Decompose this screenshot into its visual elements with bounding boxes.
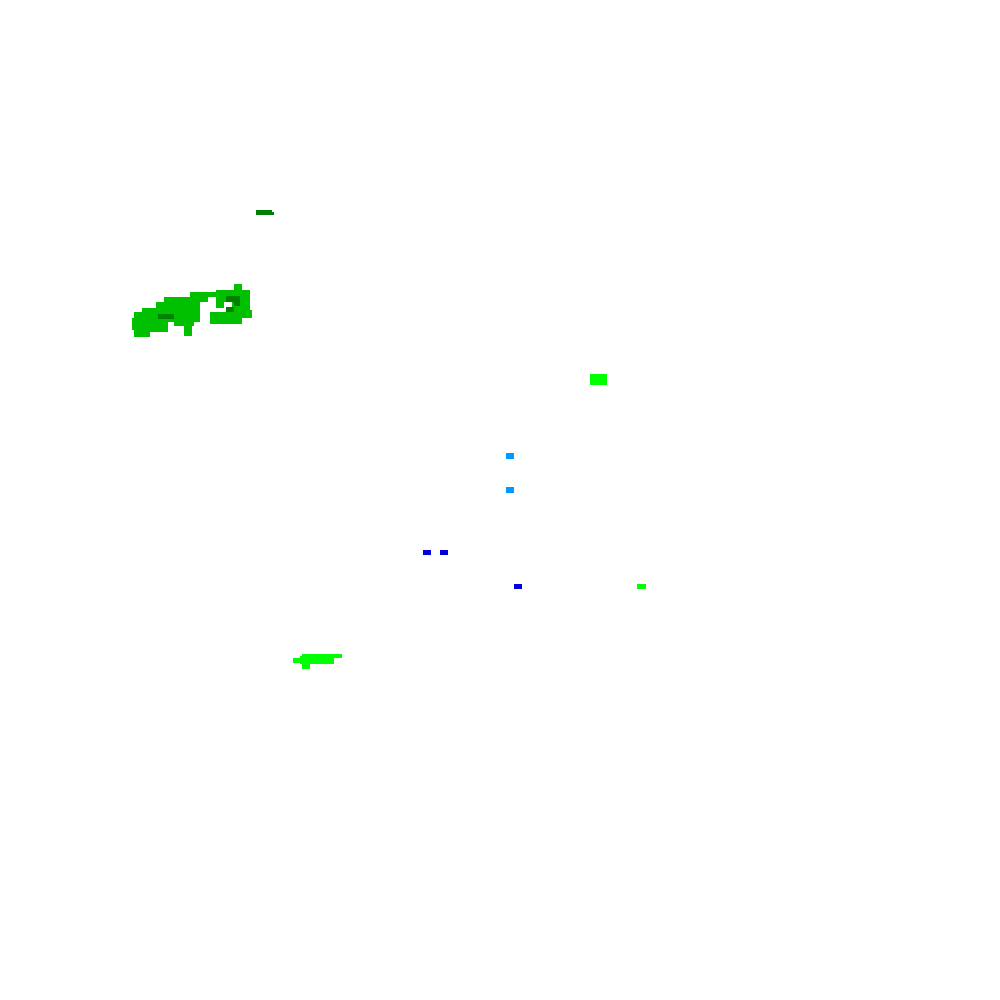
blue-dot-south xyxy=(514,584,522,589)
bright-green-patch-southwest xyxy=(293,654,342,669)
dark-green-speck-west-a xyxy=(158,314,174,319)
bright-green-block-east xyxy=(590,374,607,385)
dark-green-dash-north xyxy=(256,210,274,215)
sky-blue-dot-lower xyxy=(506,487,514,493)
dark-green-speck-west-b xyxy=(226,296,240,312)
blue-dot-pair-right xyxy=(440,550,448,555)
bright-green-dot-east xyxy=(637,584,646,589)
green-patch-cluster-west xyxy=(132,284,252,337)
sky-blue-dot-upper xyxy=(506,453,514,459)
blue-dot-pair-left xyxy=(423,550,431,555)
